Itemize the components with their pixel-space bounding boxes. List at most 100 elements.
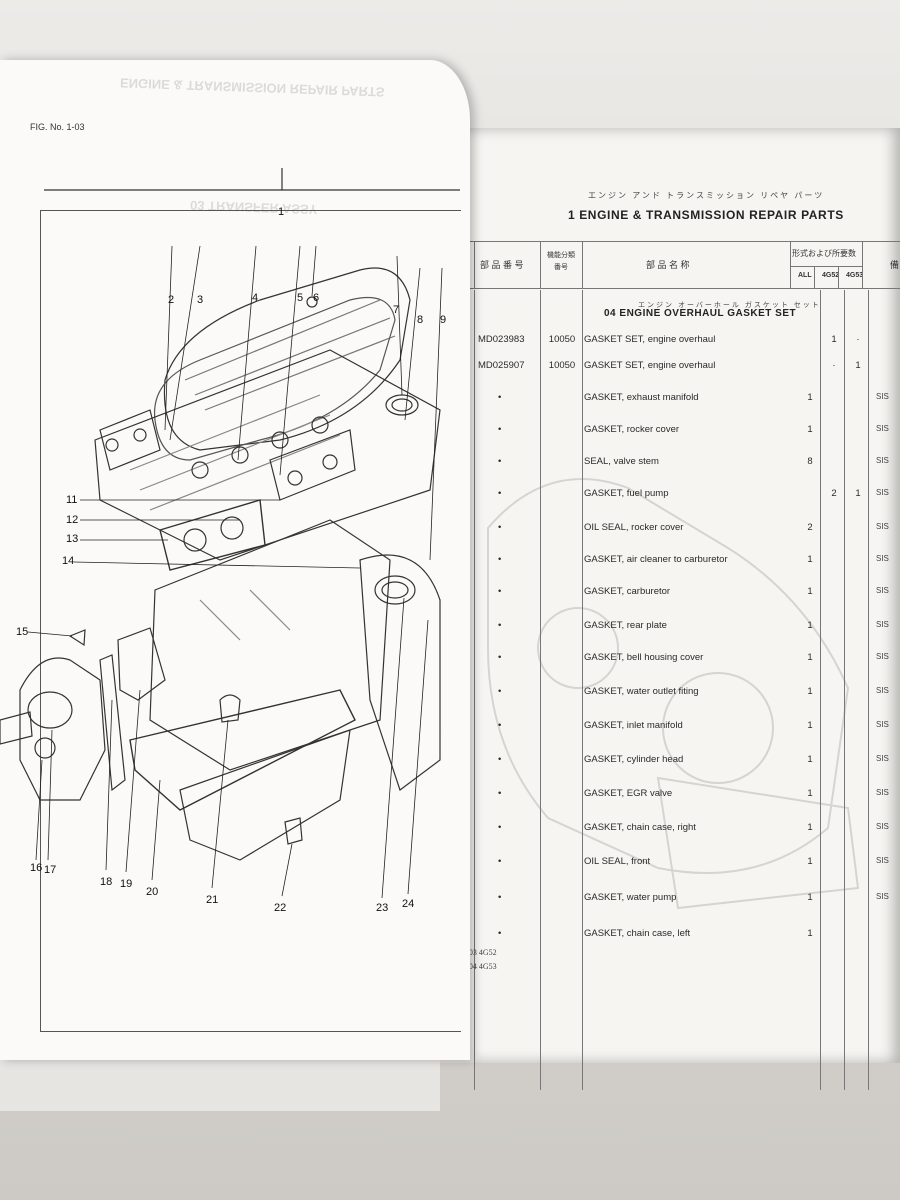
callout-12: 12 — [66, 514, 79, 526]
qty-all: 1 — [807, 720, 813, 731]
qty-all: 1 — [807, 586, 813, 597]
part-name: OIL SEAL, front — [584, 856, 651, 867]
qty-52: · — [832, 360, 836, 371]
remark: SIS — [876, 892, 889, 901]
part-name: GASKET, inlet manifold — [584, 720, 683, 731]
part-name: GASKET, water pump — [584, 892, 677, 903]
part-number: • — [498, 488, 502, 499]
table-row: MD025907 10050 GASKET SET, engine overhaul… — [458, 360, 900, 380]
part-number: MD023983 — [478, 334, 525, 345]
callout-4: 4 — [252, 292, 259, 304]
callout-9: 9 — [440, 314, 447, 326]
remark: SIS — [876, 488, 889, 497]
callout-23: 23 — [376, 902, 389, 914]
callout-13: 13 — [66, 533, 79, 545]
part-name: GASKET, EGR valve — [584, 788, 673, 799]
qty-all: 1 — [807, 554, 813, 565]
callout-19: 19 — [120, 878, 133, 890]
callout-18: 18 — [100, 876, 113, 888]
callout-3: 3 — [197, 294, 204, 306]
qty-53: 1 — [855, 360, 861, 371]
header-part-no: 部 品 番 号 — [480, 260, 524, 270]
qty-all: 1 — [807, 754, 813, 765]
part-number: • — [498, 652, 502, 663]
engine-exploded-diagram — [0, 168, 460, 899]
table-header: 号 部 品 番 号 機能分類番号 部 品 名 称 形式および所要数 ALL 4G… — [458, 241, 900, 289]
part-name: GASKET, rear plate — [584, 620, 667, 631]
callout-11: 11 — [66, 494, 78, 506]
callout-1: 1 — [278, 206, 285, 218]
part-number: MD025907 — [478, 360, 525, 371]
part-number: • — [498, 928, 502, 939]
remark: SIS — [876, 620, 889, 629]
remark: SIS — [876, 686, 889, 695]
callout-20: 20 — [146, 886, 159, 898]
subtitle-kana: エンジン オーバーホール ガスケット セット — [638, 302, 821, 309]
remark: SIS — [876, 788, 889, 797]
part-name: GASKET, water outlet fiting — [584, 686, 699, 697]
part-number: • — [498, 620, 502, 631]
callout-21: 21 — [206, 894, 219, 906]
figure-number: FIG. No. 1-03 — [30, 122, 85, 132]
remark: SIS — [876, 424, 889, 433]
part-number: • — [498, 892, 502, 903]
header-qty: 形式および所要数 — [792, 249, 856, 258]
remark: SIS — [876, 754, 889, 763]
table-row: •GASKET, chain case, left18 — [432, 928, 900, 948]
part-name: GASKET SET, engine overhaul — [584, 360, 716, 371]
callout-24: 24 — [402, 898, 415, 910]
callout-17: 17 — [44, 864, 57, 876]
part-number: • — [498, 720, 502, 731]
callout-8: 8 — [417, 314, 424, 326]
qty-all: 1 — [807, 620, 813, 631]
part-name: SEAL, valve stem — [584, 456, 659, 467]
diagram-frame — [40, 210, 461, 1032]
qty-all: 1 — [807, 652, 813, 663]
part-name: OIL SEAL, rocker cover — [584, 522, 684, 533]
callout-22: 22 — [274, 902, 287, 914]
header-all: ALL — [798, 272, 812, 279]
part-number: • — [498, 522, 502, 533]
part-number: • — [498, 456, 502, 467]
table-row: •GASKET, water pump1SIS7 — [432, 892, 900, 912]
table-row: • OIL SEAL, rocker cover 2 SIS — [458, 522, 900, 542]
qty-53: · — [856, 334, 860, 345]
callout-15: 15 — [16, 626, 29, 638]
part-number: • — [498, 822, 502, 833]
part-number: • — [498, 754, 502, 765]
qty-all: 2 — [807, 522, 813, 533]
part-name: GASKET, fuel pump — [584, 488, 669, 499]
qty-all: 1 — [807, 856, 813, 867]
function-code: 10050 — [548, 360, 576, 371]
part-number: • — [498, 586, 502, 597]
page-title: 1 ENGINE & TRANSMISSION REPAIR PARTS — [568, 208, 844, 222]
table-row: • GASKET, bell housing cover 1 SIS — [458, 652, 900, 672]
part-name: GASKET, bell housing cover — [584, 652, 704, 663]
part-number: • — [498, 788, 502, 799]
qty-all: 1 — [807, 788, 813, 799]
remark: SIS — [876, 856, 889, 865]
part-number: • — [498, 554, 502, 565]
remark: SIS — [876, 822, 889, 831]
remark: SIS — [876, 554, 889, 563]
qty-all: 1 — [807, 686, 813, 697]
qty-all: 1 — [807, 928, 813, 939]
right-page: エンジン アンド トランスミッション リペヤ パーツ 1 ENGINE & TR… — [428, 128, 900, 1090]
remark: SIS — [876, 652, 889, 661]
qty-all: 8 — [807, 456, 813, 467]
part-name: GASKET, rocker cover — [584, 424, 680, 435]
part-number: • — [498, 856, 502, 867]
qty-all: 1 — [807, 822, 813, 833]
remark: SIS — [876, 522, 889, 531]
header-part-name: 部 品 名 称 — [646, 260, 690, 270]
qty-53: 1 — [855, 488, 861, 499]
header-remarks: 備 — [890, 260, 900, 270]
left-page: ENGINE & TRANSMISSION REPAIR PARTS 03 TR… — [0, 60, 470, 1060]
